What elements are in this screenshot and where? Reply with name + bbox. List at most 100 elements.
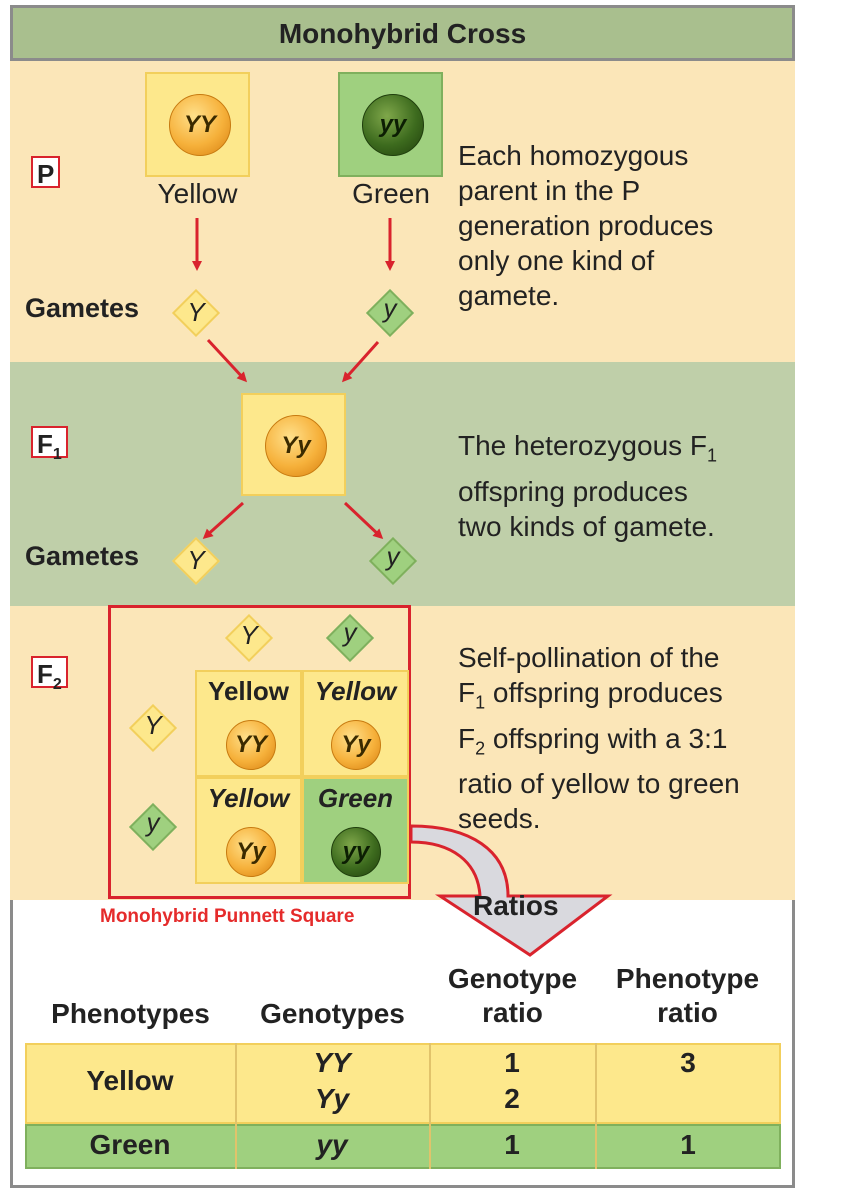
ratio-callout-arrow <box>409 824 613 957</box>
diagram-title: Monohybrid Cross <box>278 18 527 49</box>
yellow-seed-icon: Yy <box>226 827 276 877</box>
punnett-cell-genotype: YY <box>234 731 267 758</box>
f2-generation-label: F2 <box>31 656 68 693</box>
p-gamete-1: Y <box>187 297 205 327</box>
header-phenotype-ratio: Phenotype ratio <box>600 962 775 1030</box>
row-yellow-genotype-ratio-1: 1 <box>504 1047 520 1078</box>
f2-desc-line-5: seeds. <box>458 803 541 835</box>
punnett-cell: Yellow Yy <box>195 777 302 884</box>
row-green-genotype: yy <box>316 1129 348 1160</box>
p-desc-line-5: gamete. <box>458 280 560 311</box>
p-desc-line-2: parent in the P <box>458 175 641 206</box>
p-desc-line-1: Each homozygous <box>458 140 689 171</box>
f1-label-sub: 1 <box>52 446 62 464</box>
table-divider <box>235 1043 237 1169</box>
f1-offspring-box: Yy <box>241 393 346 496</box>
table-row-yellow <box>25 1043 781 1124</box>
table-row-green <box>25 1124 781 1169</box>
f2-desc-line-3: F2 offspring with a 3:1 <box>458 721 740 767</box>
row-green-genotype-ratio: 1 <box>504 1129 520 1160</box>
punnett-cell-phenotype: Yellow <box>314 676 397 706</box>
parent1-genotype: YY <box>183 111 216 138</box>
punnett-cell: Green yy <box>302 777 409 884</box>
punnett-cell-genotype: Yy <box>341 731 371 758</box>
f1-gamete-1: Y <box>187 545 205 575</box>
header-phenotype-ratio-line-2: ratio <box>657 997 718 1028</box>
ratio-table: Yellow YY Yy 1 2 3 Green yy 1 1 <box>25 1043 781 1173</box>
red-arrow-icon <box>343 501 384 540</box>
p-description: Each homozygous parent in the P generati… <box>458 138 713 313</box>
f1-gamete-2: y <box>386 541 400 571</box>
table-divider <box>429 1043 431 1169</box>
red-arrow-icon <box>206 338 248 383</box>
parent-green-box: yy <box>338 72 443 177</box>
f1-offspring-genotype: Yy <box>281 432 311 459</box>
f1-desc-line-1: The heterozygous F1 <box>458 428 717 474</box>
f2-label-main: F <box>37 659 53 689</box>
p-gamete-2: y <box>383 293 397 323</box>
punnett-cell-phenotype: Yellow <box>207 783 290 813</box>
header-phenotype-ratio-line-1: Phenotype <box>615 963 760 994</box>
f1-gametes-label: Gametes <box>25 541 140 571</box>
f2-desc-line-3-prefix: F <box>458 722 476 754</box>
yellow-seed-icon: Yy <box>331 720 381 770</box>
header-genotype-ratio: Genotype ratio <box>435 962 590 1030</box>
p-desc-line-3: generation produces <box>458 210 714 241</box>
f1-desc-line-1-main: The heterozygous F <box>458 430 708 461</box>
yellow-seed-icon: Yy <box>265 415 327 477</box>
punnett-cell-genotype: yy <box>342 838 370 865</box>
f2-desc-line-1: Self-pollination of the <box>458 642 720 673</box>
f2-desc-line-2: F1 offspring produces <box>458 675 740 721</box>
f2-label-sub: 2 <box>52 676 62 694</box>
f1-description: The heterozygous F1 offspring produces t… <box>458 428 717 544</box>
f1-desc-line-3: two kinds of gamete. <box>458 510 715 542</box>
punnett-cell-phenotype: Green <box>317 783 394 813</box>
row-green-phenotype-ratio: 1 <box>680 1129 696 1160</box>
f1-generation-label: F1 <box>31 426 68 463</box>
f2-desc-line-2-rest: offspring produces <box>485 677 723 708</box>
green-seed-icon: yy <box>331 827 381 877</box>
row-yellow-genotype-1: YY <box>313 1047 351 1078</box>
parent-yellow-box: YY <box>145 72 250 177</box>
row-yellow-phenotype-ratio: 3 <box>680 1047 696 1078</box>
p-gametes-label: Gametes <box>25 293 140 323</box>
f1-desc-line-1-sub: 1 <box>707 445 718 466</box>
row-yellow-phenotype: Yellow <box>86 1065 174 1096</box>
punnett-top-gamete-1: Y <box>240 620 258 650</box>
punnett-cell-genotype: Yy <box>236 838 266 865</box>
punnett-side-gamete-2: y <box>146 807 160 837</box>
title-bar: Monohybrid Cross <box>10 5 795 61</box>
f2-desc-line-2-prefix: F <box>458 677 476 708</box>
row-yellow-genotype-ratio-2: 2 <box>504 1083 520 1114</box>
f2-desc-line-3-sub: 2 <box>475 738 486 759</box>
parent2-name: Green <box>352 178 430 209</box>
f1-desc-line-2: offspring produces <box>458 475 688 507</box>
punnett-square-caption: Monohybrid Punnett Square <box>100 906 355 927</box>
punnett-cell-phenotype: Yellow <box>208 676 289 706</box>
green-seed-icon: yy <box>362 94 424 156</box>
f2-description: Self-pollination of the F1 offspring pro… <box>458 640 740 836</box>
p-label-text: P <box>37 159 55 189</box>
yellow-seed-icon: YY <box>226 720 276 770</box>
header-genotype-ratio-line-2: ratio <box>482 997 543 1028</box>
table-divider <box>595 1043 597 1169</box>
parent2-genotype: yy <box>379 111 407 138</box>
ratios-label: Ratios <box>473 890 559 921</box>
f1-label-main: F <box>37 429 53 459</box>
row-yellow-genotype-2: Yy <box>314 1083 350 1114</box>
punnett-cell: Yellow Yy <box>302 670 409 777</box>
header-phenotypes: Phenotypes <box>51 998 210 1029</box>
punnett-side-gamete-1: Y <box>144 710 162 740</box>
p-desc-line-4: only one kind of <box>458 245 655 276</box>
punnett-top-gamete-2: y <box>343 617 357 647</box>
p-generation-label: P <box>31 156 61 189</box>
punnett-square-frame <box>108 605 411 899</box>
f2-desc-line-4: ratio of yellow to green <box>458 768 740 800</box>
yellow-seed-icon: YY <box>169 94 231 156</box>
red-arrow-icon <box>202 501 245 540</box>
punnett-cell: Yellow YY <box>195 670 302 777</box>
parent1-name: Yellow <box>157 178 238 209</box>
header-genotypes: Genotypes <box>260 998 405 1029</box>
f2-desc-line-3-rest: offspring with a 3:1 <box>485 722 728 754</box>
